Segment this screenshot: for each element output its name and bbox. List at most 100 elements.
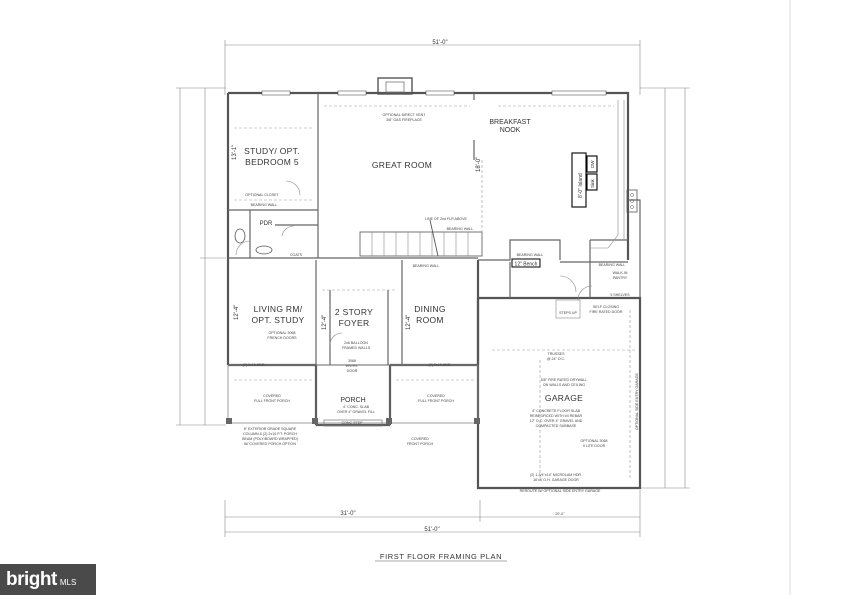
entry-door-2: ENTRY xyxy=(346,364,359,368)
sink-label: Sink xyxy=(590,178,595,188)
line-of-floor-above: LINE OF 2nd FLR ABOVE xyxy=(425,217,468,221)
range xyxy=(626,189,638,213)
column-note-2: COLUMN & (2) 2x10 P.T. PORCH xyxy=(243,432,297,436)
covered-porch-note-2: FRONT PORCH xyxy=(407,442,434,446)
walk-in-pantry-2: PANTRY xyxy=(613,276,628,280)
great-room-height-dimension: 18'-0" xyxy=(476,157,482,172)
dining-label-2: ROOM xyxy=(416,315,444,325)
steps-up-note: STEPS UP xyxy=(559,311,577,315)
bearing-wall-note-3: BEARING WALL xyxy=(413,264,440,268)
top-dimension: 51'-0" xyxy=(432,40,447,46)
watermark-brand: bright xyxy=(6,568,57,590)
foyer-label-2: FOYER xyxy=(339,318,370,328)
dining-height-dimension: 12'-4" xyxy=(406,315,412,330)
optional-lite-door-1: OPTIONAL 3068 xyxy=(580,439,607,443)
kitchen-island-group: 8'-0" Island Sink DW xyxy=(571,152,638,213)
trusses-1: TRUSSES xyxy=(548,352,566,356)
bottom-right-dimension: 20'-0" xyxy=(555,512,565,516)
bearing-wall-note-2: BEARING WALL xyxy=(447,227,474,231)
hdr-note-left: (2) 2x10 HDR. xyxy=(243,363,266,367)
self-closing-1: SELF CLOSING xyxy=(593,305,619,309)
hdr-note-right: (2) 2x10 HDR. xyxy=(429,363,452,367)
plan-notes: OPTIONAL CLOSET COATS BEARING WALL BEARI… xyxy=(242,193,639,493)
slab-note-2: REINFORCED WITH #4 REBAR xyxy=(530,414,583,418)
dishwasher xyxy=(586,155,598,173)
bearing-wall-note-5: BEARING WALL xyxy=(599,263,626,267)
slab-note-4: COMPACTED SUBBASE xyxy=(536,424,577,428)
covered-porch-left-1: COVERED xyxy=(263,394,281,398)
covered-porch-right-1: COVERED xyxy=(427,394,445,398)
dining-label-1: DINING xyxy=(414,304,446,314)
study-height-dimension: 13'-1" xyxy=(232,145,238,160)
column-note-1: 8" EXTERIOR GRADE SQUARE xyxy=(244,427,297,431)
bottom-overall-dimension: 51'-0" xyxy=(424,527,439,533)
interior-walls xyxy=(228,93,628,365)
bottom-left-dimension: 31'-0" xyxy=(340,511,355,517)
self-closing-2: FIRE RATED DOOR xyxy=(590,310,623,314)
covered-porch-note-1: COVERED xyxy=(411,437,429,441)
room-dimensions: 13'-1" 18'-0" 12'-4" 12'-4" 12'-4" xyxy=(232,145,482,330)
pdr-fixtures xyxy=(234,228,273,255)
study-label-2: BEDROOM 5 xyxy=(245,157,299,167)
staircase: LINE OF 2nd FLR ABOVE xyxy=(359,217,483,257)
optional-closet-note: OPTIONAL CLOSET xyxy=(245,193,279,197)
porch-note-1: 4" CONC. SLAB xyxy=(343,405,370,409)
entry-door-1: 3068 xyxy=(348,359,356,363)
conc-step-note: CONC STEP xyxy=(342,421,364,425)
balloon-walls-2: FRAMED WALLS xyxy=(342,346,371,350)
right-dimension-lines xyxy=(640,87,690,489)
column-note-4: W/ COVERED PORCH OPTION xyxy=(244,442,296,446)
bearing-wall-note-1: BEARING WALL xyxy=(251,203,278,207)
coats-note: COATS xyxy=(290,253,303,257)
bottom-dimension-lines: 31'-0" 20'-0" 51'-0" xyxy=(224,490,641,537)
foyer-label-1: 2 STORY xyxy=(335,307,373,317)
island-label: 8'-0" Island xyxy=(578,173,584,198)
top-dimension-line: 51'-0" xyxy=(224,40,641,95)
optional-lite-door-2: 9 LITE DOOR xyxy=(583,444,606,448)
balloon-walls-1: 2x6 BALLOON xyxy=(344,341,368,345)
living-label-1: LIVING RM/ xyxy=(254,304,303,314)
reroute-note: REROUTE W/ OPTIONAL SIDE ENTRY GARAGE xyxy=(520,489,601,493)
dashed-lines xyxy=(234,105,636,480)
slab-note-1: 4" CONCRETE FLOOR SLAB xyxy=(532,409,581,413)
slab-note-3: 12" O.C. OVER 4" GRAVEL AND xyxy=(530,419,583,423)
garage-note-1: 5/8" FIRE RATED DRYWALL xyxy=(541,378,588,382)
walk-in-pantry-1: WALK-IN xyxy=(613,271,628,275)
porch-area xyxy=(226,364,480,427)
great-room-label: GREAT ROOM xyxy=(372,160,432,170)
island xyxy=(571,152,587,208)
fireplace-note-2: 3/8" GAS FIREPLACE xyxy=(386,118,422,122)
covered-porch-left-2: FULL FRONT PORCH xyxy=(254,399,290,403)
bench xyxy=(511,258,541,268)
watermark-suffix: MLS xyxy=(59,578,77,587)
living-height-dimension: 12'-4" xyxy=(234,305,240,320)
trusses-2: @ 24" O.C. xyxy=(547,357,565,361)
porch-label: PORCH xyxy=(340,397,365,404)
column-note-3: BEAM (POLY/BOARD WRAPPED) xyxy=(242,437,298,441)
room-labels: STUDY/ OPT. BEDROOM 5 GREAT ROOM BREAKFA… xyxy=(244,119,583,404)
garage-label: GARAGE xyxy=(545,393,583,403)
entry-door-3: DOOR xyxy=(347,369,358,373)
plan-title: FIRST FLOOR FRAMING PLAN xyxy=(380,552,502,561)
optional-doors-2: FRENCH DOORS xyxy=(267,336,297,340)
covered-porch-right-2: FULL FRONT PORCH xyxy=(418,399,454,403)
optional-side-entry-note: OPTIONAL SIDE ENTRY GARAGE xyxy=(635,373,639,430)
door-swings xyxy=(235,180,593,346)
living-label-2: OPT. STUDY xyxy=(251,315,304,325)
pdr-label: PDR xyxy=(260,221,273,227)
optional-doors-1: OPTIONAL 3068 xyxy=(268,331,295,335)
fireplace-note-1: OPTIONAL DIRECT VENT xyxy=(383,113,427,117)
dishwasher-label: DW xyxy=(590,160,595,168)
garage-door-note-2: 16'x8' O.H. GARAGE DOOR xyxy=(533,478,579,482)
bench-group: 12" Bench xyxy=(511,258,541,268)
porch-note-2: OVER 4" GRAVEL FILL xyxy=(337,410,375,414)
sink xyxy=(586,173,598,191)
breakfast-label-2: NOOK xyxy=(500,127,521,134)
bench-label: 12" Bench xyxy=(515,262,538,268)
brightmls-watermark: bright MLS xyxy=(0,564,96,595)
shelves-note: 5 SHELVES xyxy=(610,293,630,297)
study-label-1: STUDY/ OPT. xyxy=(244,146,300,156)
garage-note-2: ON WALLS AND CEILING xyxy=(543,383,585,387)
left-dimension-lines xyxy=(176,87,226,426)
